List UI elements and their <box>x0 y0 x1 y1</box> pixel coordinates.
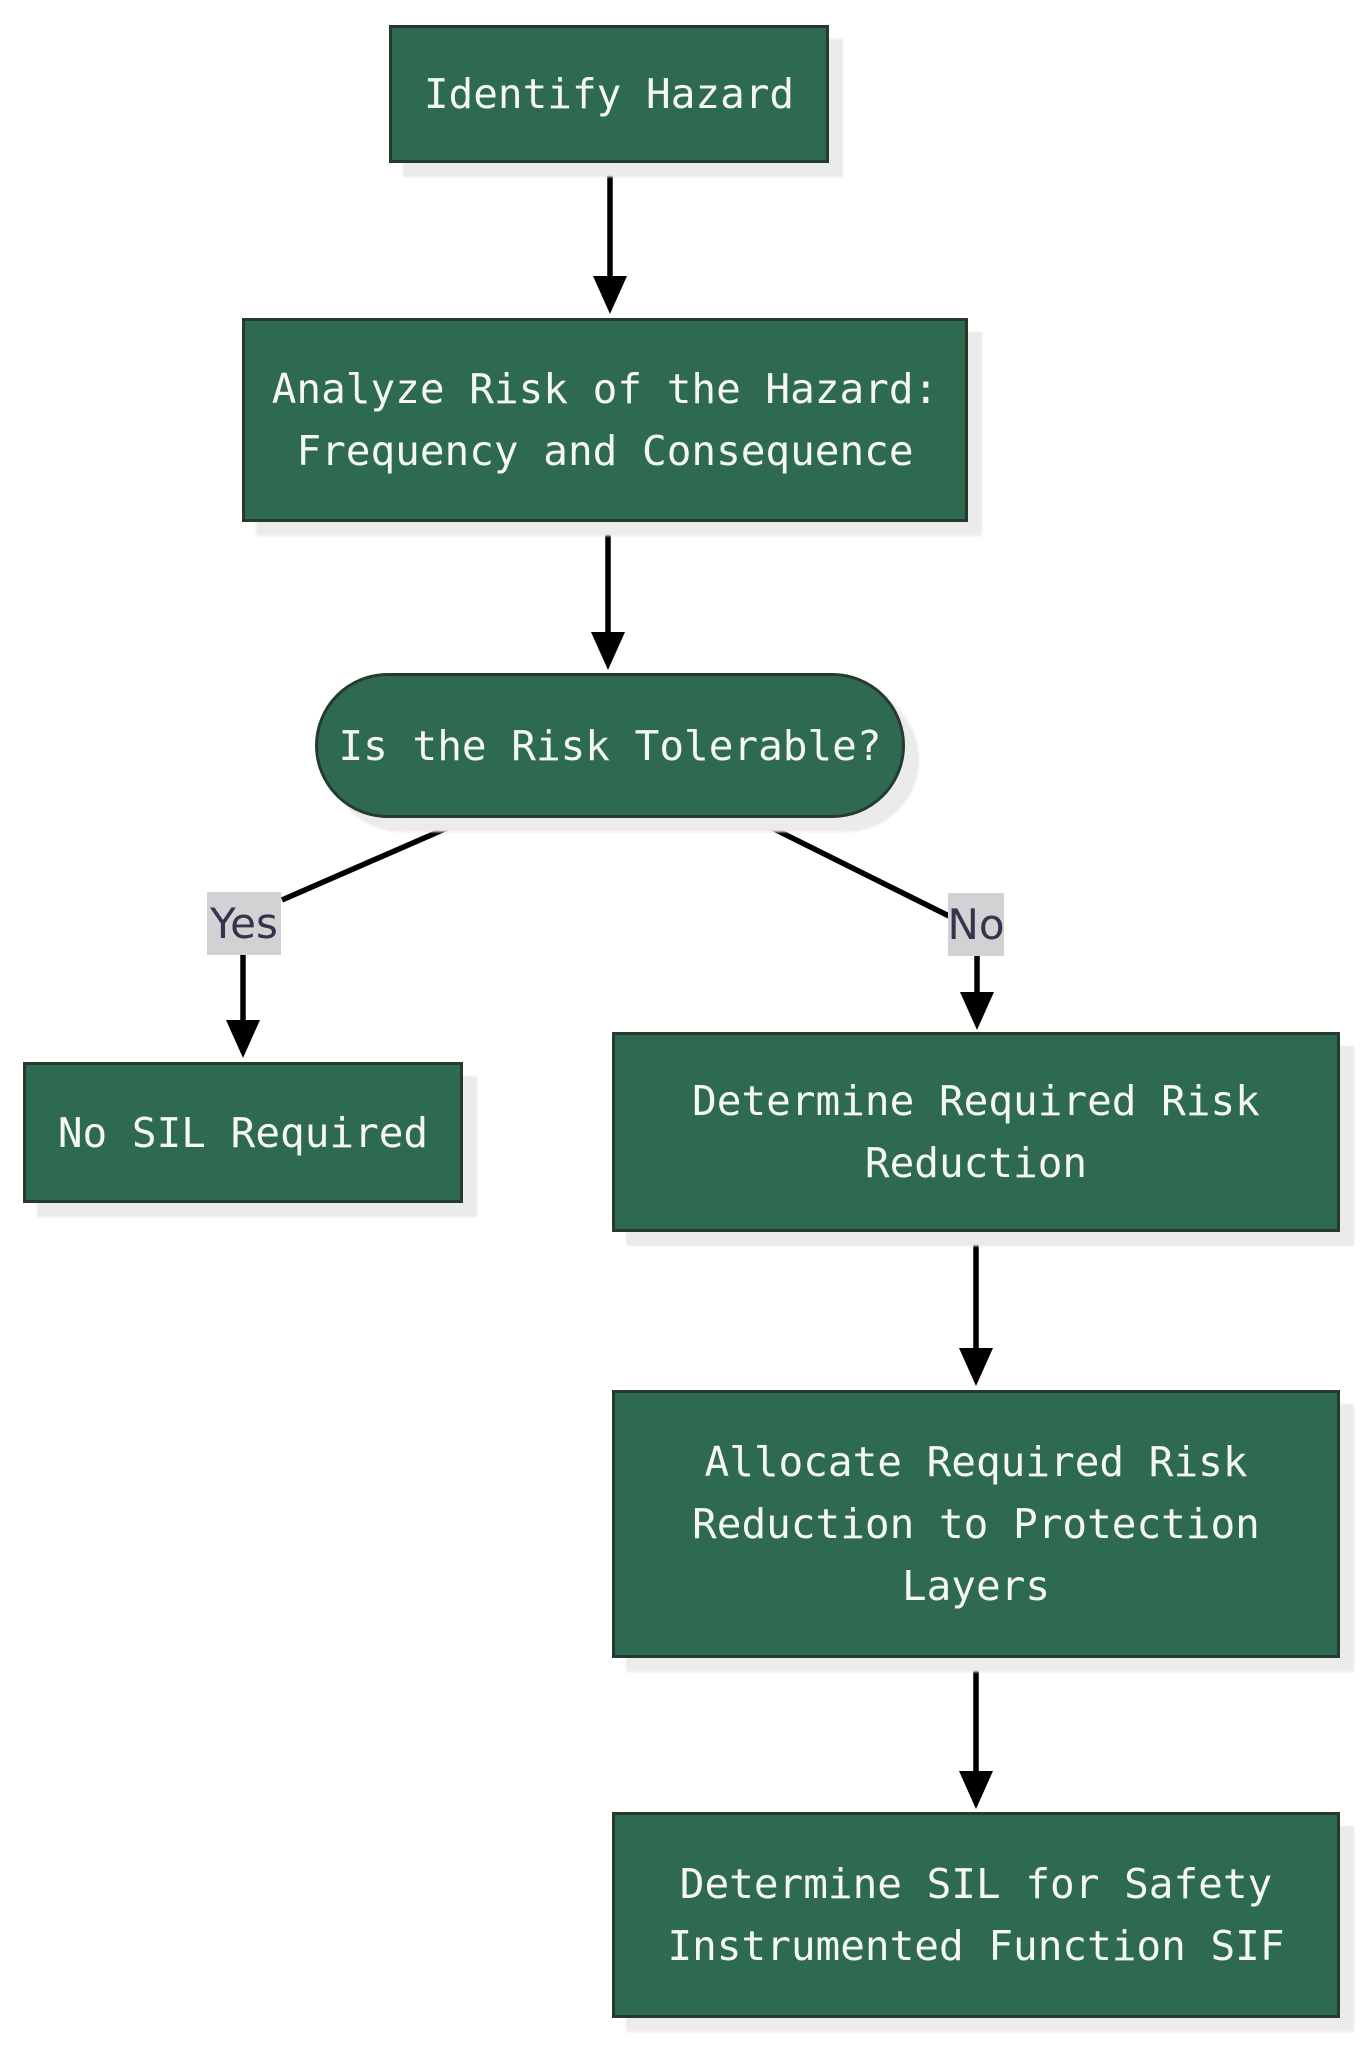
arrowhead-icon <box>593 276 627 314</box>
arrowhead-icon <box>226 1020 260 1058</box>
arrowhead-icon <box>959 1771 993 1809</box>
node-label: Identify Hazard <box>423 70 795 118</box>
node-label-line: Instrumented Function SIF <box>667 1922 1285 1970</box>
node-label-line: Determine SIL for Safety <box>679 1860 1273 1908</box>
arrowhead-icon <box>959 1348 993 1386</box>
node-label-line: Reduction to Protection <box>692 1500 1260 1548</box>
node-label: No SIL Required <box>57 1108 429 1157</box>
node-no-sil-required: No SIL Required <box>23 1062 463 1203</box>
node-label-line: Allocate Required Risk <box>704 1438 1248 1486</box>
connector-no-to-determine-rr <box>960 956 994 1030</box>
node-is-risk-tolerable: Is the Risk Tolerable? <box>315 673 905 818</box>
node-label-line: Layers <box>901 1562 1051 1610</box>
edge-label-no: No <box>947 893 1005 956</box>
connector-tolerable-to-yes <box>280 815 472 903</box>
node-identify-hazard: Identify Hazard <box>389 25 829 163</box>
arrowhead-icon <box>960 992 994 1030</box>
node-label-line: Analyze Risk of the Hazard: <box>271 365 939 413</box>
node-determine-required-risk-reduction: Determine Required Risk Reduction <box>612 1032 1340 1232</box>
node-determine-sil: Determine SIL for Safety Instrumented Fu… <box>612 1812 1340 2018</box>
connector-analyze-to-tolerable <box>591 522 625 670</box>
node-label: Is the Risk Tolerable? <box>338 721 882 770</box>
node-analyze-risk: Analyze Risk of the Hazard: Frequency an… <box>242 318 968 522</box>
arrowhead-icon <box>591 632 625 670</box>
connector-determine-rr-to-allocate <box>959 1232 993 1386</box>
node-label-line: Determine Required Risk <box>692 1077 1260 1125</box>
node-label-line: Reduction <box>864 1139 1088 1187</box>
connector-yes-to-no-sil <box>226 955 260 1058</box>
connector-tolerable-to-no <box>754 817 951 919</box>
edge-label-yes: Yes <box>207 892 281 955</box>
node-allocate-risk-reduction: Allocate Required Risk Reduction to Prot… <box>612 1390 1340 1658</box>
connector-allocate-to-determine-sil <box>959 1658 993 1809</box>
node-label-line: Frequency and Consequence <box>296 427 914 475</box>
connector-identify-to-analyze <box>593 163 627 314</box>
